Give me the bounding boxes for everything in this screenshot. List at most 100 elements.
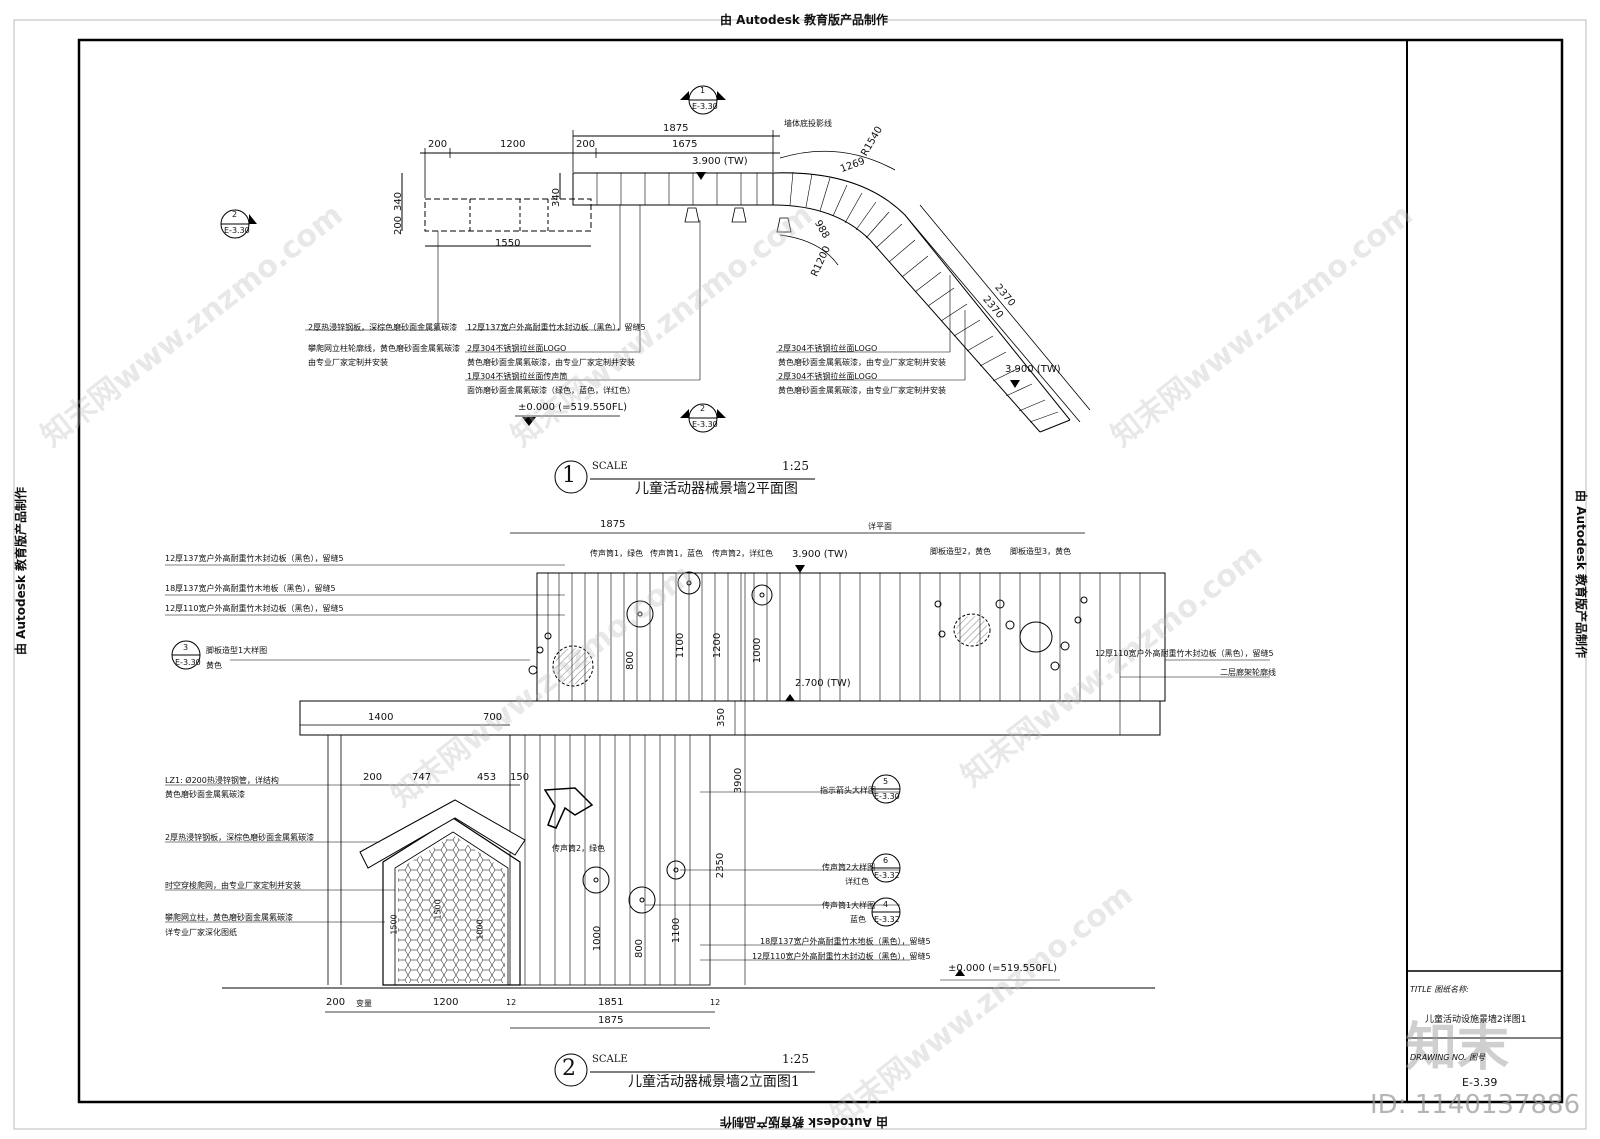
callout6-ref: E-3.32 [874, 871, 900, 880]
plan-scale: 1:25 [782, 459, 809, 473]
plan-dim-1200: 1200 [500, 139, 526, 150]
elev-dim-b-12a: 12 [506, 998, 517, 1007]
section-1-num: 1 [700, 86, 706, 95]
plan-title-num: 1 [562, 463, 576, 488]
house-dim-v2: 1500 [389, 914, 399, 935]
tube-label-1: 传声筒1，绿色 [590, 549, 644, 558]
section-2-ref: E-3.30 [692, 420, 718, 429]
house-dim-747: 747 [412, 772, 432, 783]
elev-dim-3900: 3900 [733, 767, 745, 794]
elev-dim-1875-bottom: 1875 [598, 1015, 624, 1026]
stamp-left: 由 Autodesk 教育版产品制作 [14, 486, 28, 655]
elev-scale-label: SCALE [592, 1054, 628, 1065]
plan-note-mid-2: 2厚304不锈钢拉丝面LOGO [467, 344, 567, 353]
section-left-num: 2 [232, 210, 238, 219]
callout3-num: 3 [183, 643, 189, 652]
house-dim-v1: 1500 [433, 899, 443, 920]
callout3-text-2: 黄色 [206, 661, 222, 670]
plan-note-right-2: 黄色磨砂面金属氟碳漆，由专业厂家定制并安装 [778, 358, 946, 367]
elev-level-top: 3.900 (TW) [792, 549, 848, 560]
callout4-ref: E-3.32 [874, 915, 900, 924]
watermark-id: ID: 1140137886 [1370, 1090, 1581, 1120]
stamp-top: 由 Autodesk 教育版产品制作 [720, 13, 889, 27]
elev-dim-800b: 800 [634, 938, 646, 959]
callout5-num: 5 [883, 777, 889, 786]
elev-level-base: ±0.000 (=519.550FL) [948, 963, 1058, 974]
elev-dim-b-200: 200 [326, 997, 346, 1008]
callout5-text: 指示箭头大样图 [820, 786, 876, 795]
elev-dim-1200: 1200 [712, 632, 724, 659]
plan-dim-200-left: 200 [393, 215, 405, 236]
elev-title-num: 2 [562, 1056, 576, 1081]
callout3-ref: E-3.30 [175, 658, 201, 667]
elev-dim-2350: 2350 [715, 852, 727, 879]
plan-scale-label: SCALE [592, 461, 628, 472]
plan-title: 儿童活动器械景墙2平面图 [635, 481, 798, 497]
plan-note-left-3: 由专业厂家定制并安装 [308, 358, 388, 367]
elev-dim-1400: 1400 [368, 712, 394, 723]
elev-dim-700: 700 [483, 712, 503, 723]
stamp-bottom: 由 Autodesk 教育版产品制作 [720, 1115, 889, 1129]
elev-note-rb-1: 18厚137宽户外高耐重竹木地板（黑色），留缝5 [760, 937, 931, 946]
elev-dim-1875-top: 1875 [600, 519, 626, 530]
elev-level-mid: 2.700 (TW) [795, 678, 851, 689]
elev-dim-1100b: 1100 [671, 917, 683, 944]
elev-scale: 1:25 [782, 1052, 809, 1066]
house-dim-453: 453 [477, 772, 497, 783]
plan-level-base: ±0.000 (=519.550FL) [518, 402, 628, 413]
elev-note-lt-1: 12厚137宽户外高耐重竹木封边板（黑色），留缝5 [165, 554, 344, 563]
plan-wall-line: 墙体底投影线 [784, 119, 832, 128]
plan-note-right-4: 黄色磨砂面金属氟碳漆，由专业厂家定制并安装 [778, 386, 946, 395]
callout4-text-2: 蓝色 [850, 915, 866, 924]
elev-note-lb-1: LZ1: Ø200热浸锌钢管，详结构 [165, 776, 279, 785]
elev-dim-350: 350 [716, 707, 728, 728]
plan-dim-200a: 200 [428, 139, 448, 150]
callout3-text-1: 脚板造型1大样图 [206, 646, 268, 655]
elev-dim-1000b: 1000 [592, 925, 604, 952]
plan-level-end: 3.900 (TW) [1005, 364, 1061, 375]
plan-dim-340: 340 [393, 191, 405, 212]
elev-note-lb-2: 黄色磨砂面金属氟碳漆 [165, 790, 245, 799]
house-dim-200: 200 [363, 772, 383, 783]
elev-note-lb-5: 攀爬网立柱，黄色磨砂面金属氟碳漆 [165, 913, 293, 922]
section-left-ref: E-3.30 [224, 226, 250, 235]
callout5-ref: E-3.30 [874, 792, 900, 801]
plan-note-left-1: 2厚热浸锌钢板，深棕色磨砂面金属氟碳漆 [308, 323, 458, 332]
plan-note-mid-3: 黄色磨砂面金属氟碳漆，由专业厂家定制并安装 [467, 358, 635, 367]
callout4-num: 4 [883, 900, 889, 909]
tube-label-3: 传声筒2，详红色 [712, 549, 774, 558]
elev-right-note2: 二层廊架轮廓线 [1220, 668, 1276, 677]
plan-dim-200b: 200 [576, 139, 596, 150]
elev-title: 儿童活动器械景墙2立面图1 [628, 1074, 800, 1090]
elev-dim-800a: 800 [625, 650, 637, 671]
titleblock-drawing-no-label: DRAWING NO. 图号 [1410, 1053, 1486, 1062]
elev-dim-b-1200: 1200 [433, 997, 459, 1008]
tube-label-bottom: 传声筒2，绿色 [552, 844, 606, 853]
plan-dim-1550: 1550 [495, 238, 521, 249]
elev-dim-b-var: 变量 [356, 999, 372, 1008]
plan-note-left-2: 攀爬网立柱轮廓线，黄色磨砂面金属氟碳漆 [308, 344, 460, 353]
callout4-text-1: 传声筒1大样图 [822, 901, 876, 910]
elev-dim-ref: 详平面 [868, 522, 892, 531]
plan-note-mid-4: 1厚304不锈钢拉丝面传声筒 [467, 372, 568, 381]
plan-note-right-1: 2厚304不锈钢拉丝面LOGO [778, 344, 878, 353]
elev-note-lt-2: 18厚137宽户外高耐重竹木地板（黑色），留缝5 [165, 584, 336, 593]
titleblock-drawing-no: E-3.39 [1462, 1076, 1498, 1089]
foot-label-3: 脚板造型3，黄色 [1010, 547, 1072, 556]
plan-level-top: 3.900 (TW) [692, 156, 748, 167]
elev-dim-1000a: 1000 [752, 637, 764, 664]
elev-dim-b-12b: 12 [710, 998, 721, 1007]
plan-dim-1675: 1675 [672, 139, 698, 150]
tube-label-2: 传声筒1，蓝色 [650, 549, 704, 558]
plan-dim-1875: 1875 [663, 123, 689, 134]
plan-note-right-3: 2厚304不锈钢拉丝面LOGO [778, 372, 878, 381]
elev-note-lb-3: 2厚热浸锌钢板，深棕色磨砂面金属氟碳漆 [165, 833, 315, 842]
watermark-logo: 知末 [1405, 1018, 1510, 1078]
elev-note-lb-4: 时空穿梭爬网，由专业厂家定制并安装 [165, 881, 301, 890]
elev-note-lt-3: 12厚110宽户外高耐重竹木封边板（黑色），留缝5 [165, 604, 344, 613]
elev-right-note: 12厚110宽户外高耐重竹木封边板（黑色），留缝5 [1095, 649, 1274, 658]
elev-dim-1100a: 1100 [675, 632, 687, 659]
stamp-right: 由 Autodesk 教育版产品制作 [1574, 490, 1588, 659]
elev-note-lb-6: 详专业厂家深化图纸 [165, 928, 237, 937]
